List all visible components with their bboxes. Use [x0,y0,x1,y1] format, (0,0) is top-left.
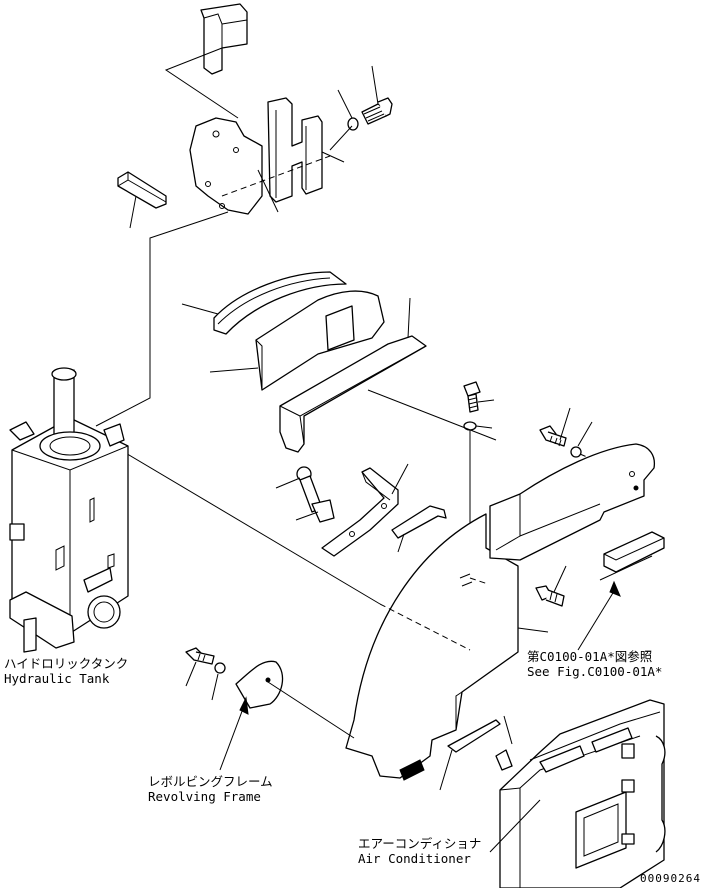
leader-air-conditioner [489,799,541,853]
leader-bolt-right [559,407,571,441]
bent-strip [391,505,447,539]
leader-arched-seal [181,303,219,315]
leader-ac-seal [439,749,453,791]
leader-bolt-clip [275,477,301,489]
leader-bar-seal [129,195,137,229]
leader-bolt-middle [477,399,495,403]
leader-long-bar [407,297,411,339]
leader-see-fig [599,555,653,581]
washer-middle [463,421,477,431]
leader-bolt-top [371,65,379,105]
leader-bracket-to-tank [95,211,229,427]
hydraulic-tank-label: ハイドロリックタンク Hydraulic Tank [4,656,128,686]
revolving-frame-label: レボルビングフレーム Revolving Frame [148,774,273,804]
arrow-revolving-frame [219,705,245,771]
air-conditioner-unit [499,699,666,888]
revolving-frame-label-en: Revolving Frame [148,789,261,804]
air-conditioner-label-jp: エアーコンディショナ [358,836,482,851]
l-shaped-seal [200,3,248,75]
see-figure-reference-en: See Fig.C0100-01A* [527,664,663,679]
flat-panel-seal [255,290,385,391]
ac-seal-strip [447,719,513,771]
mounting-bolt-clip [296,466,335,523]
long-bar-seal [279,335,427,453]
leader-washer-right [577,421,593,447]
bar-seal-small [117,171,167,209]
see-figure-reference-jp: 第C0100-01A*図参照 [527,649,653,664]
bolt-bottom [535,585,565,607]
h-shaped-seal [267,97,323,203]
air-conditioner-label: エアーコンディショナ Air Conditioner [358,836,481,866]
arrow-see-fig [577,587,617,651]
revolving-frame-plate [235,660,284,709]
revolving-frame-washer [214,662,226,674]
arched-seal [213,271,347,335]
leader-washer-middle [475,425,493,429]
hydraulic-tank-label-en: Hydraulic Tank [4,671,110,686]
bolt-middle [463,381,481,413]
hydraulic-tank-label-jp: ハイドロリックタンク [4,656,129,671]
bolt-top [361,97,393,125]
air-conditioner-label-en: Air Conditioner [358,851,471,866]
angled-bracket [321,467,399,557]
leader-guard-panel [517,627,549,633]
leader-seal-top [164,47,239,119]
revolving-frame-label-jp: レボルビングフレーム [148,774,273,789]
leader-washer-top [337,89,353,119]
drawing-number: 00090264 [640,872,701,885]
leader-bracket [257,169,279,213]
leader-angled-bracket [391,463,409,495]
see-figure-reference[interactable]: 第C0100-01A*図参照 See Fig.C0100-01A* [527,649,662,679]
upper-curved-cover [489,443,656,561]
leader-clip [295,511,319,521]
revolving-frame-bolt [185,647,215,665]
bolt-right [539,425,567,447]
leader-bent-strip [397,533,405,553]
leader-flat-panel [209,367,259,373]
leader-h-seal [321,151,345,163]
washer-right [570,446,582,458]
bracket-plate [189,117,263,215]
leader-tank-to-guard [123,451,381,605]
leader-bolt-bottom [553,565,567,593]
hydraulic-tank [9,367,129,653]
right-plate [603,531,665,573]
